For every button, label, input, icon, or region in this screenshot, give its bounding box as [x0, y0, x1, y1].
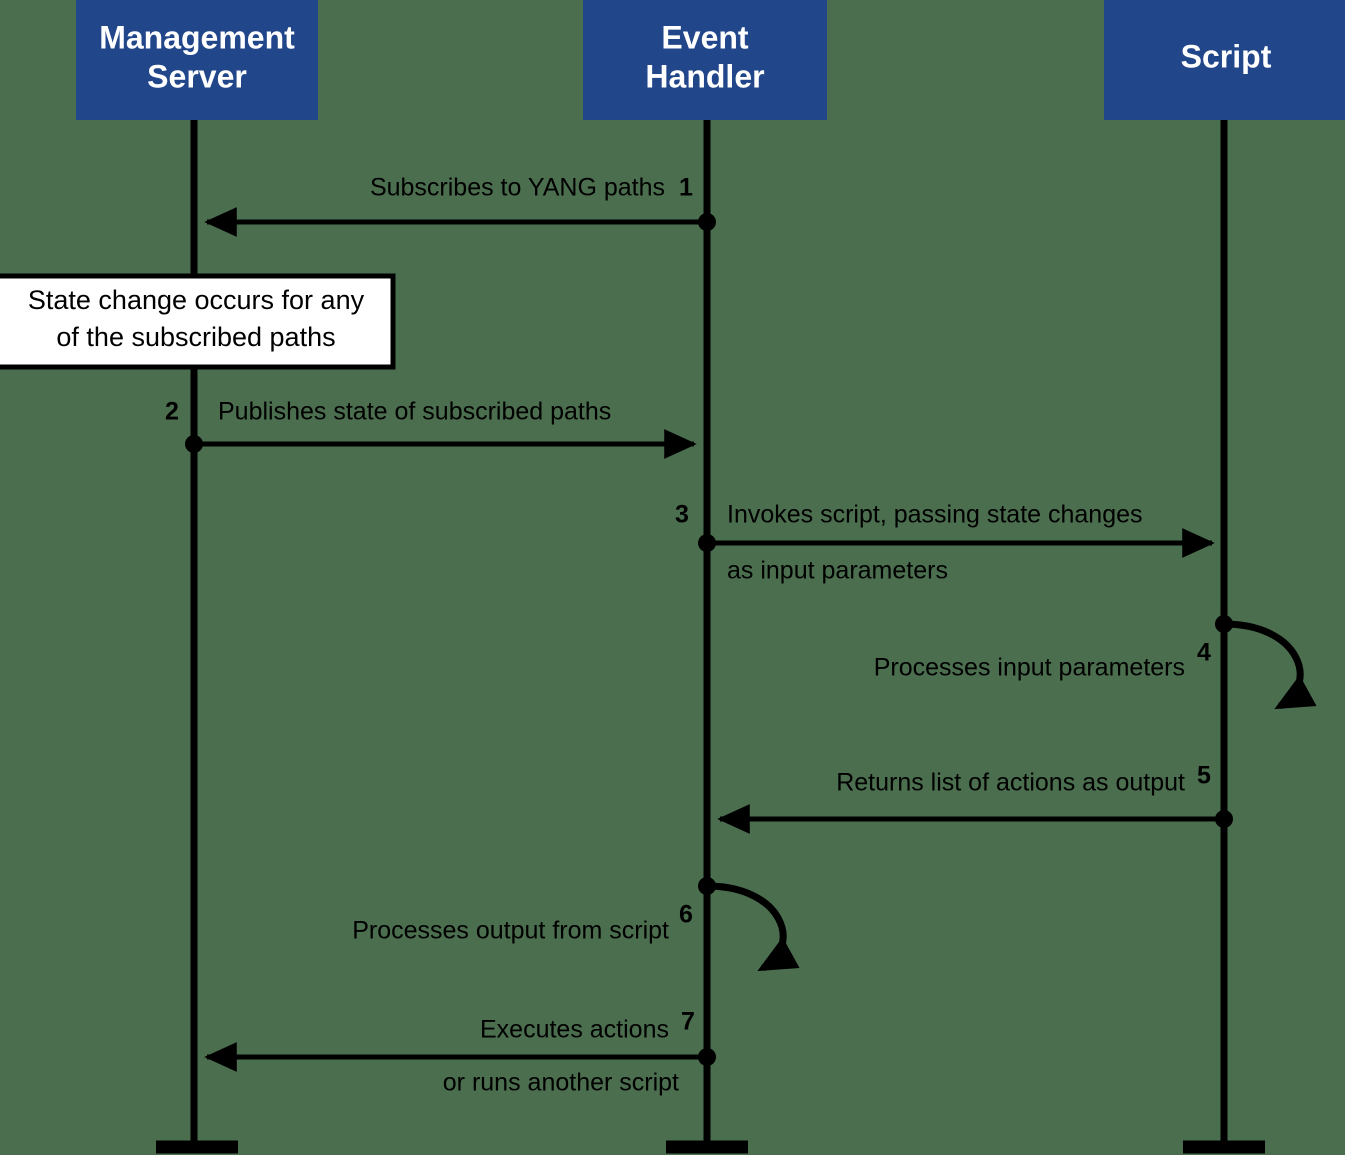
actor-box-event-handler — [583, 0, 827, 120]
note-box — [0, 273, 396, 370]
message-6[interactable]: Processes output from script 6 — [352, 877, 800, 972]
message-5[interactable]: Returns list of actions as output 5 — [717, 762, 1233, 834]
actor-label-script-line1: Script — [1181, 38, 1272, 74]
message-3[interactable]: 3 Invokes script, passing state changes … — [675, 501, 1215, 585]
message-1-label: Subscribes to YANG paths — [370, 174, 665, 202]
message-4-number: 4 — [1197, 639, 1211, 667]
actor-script[interactable]: Script — [1104, 0, 1345, 120]
actor-management-server[interactable]: Management Server — [76, 0, 318, 120]
message-5-label: Returns list of actions as output — [836, 769, 1185, 797]
message-7-label-line2: or runs another script — [443, 1069, 679, 1097]
message-2-number: 2 — [165, 398, 179, 426]
note-text-line1: State change occurs for any — [28, 285, 365, 315]
message-6-label: Processes output from script — [352, 917, 669, 945]
message-7-number: 7 — [681, 1008, 695, 1036]
actor-label-management-server-line2: Server — [147, 58, 247, 94]
actor-label-event-handler-line1: Event — [661, 19, 748, 55]
message-5-number: 5 — [1197, 762, 1211, 790]
message-6-origin-dot — [698, 877, 716, 895]
actor-label-event-handler-line2: Handler — [645, 58, 764, 94]
actor-box-script — [1104, 0, 1345, 120]
message-4-label: Processes input parameters — [874, 654, 1185, 682]
message-4-self-loop-arrow — [1223, 620, 1317, 710]
message-1-number: 1 — [679, 174, 693, 202]
actor-label-management-server-line1: Management — [99, 19, 295, 55]
message-5-origin-dot — [1215, 810, 1233, 828]
message-7[interactable]: Executes actions 7 or runs another scrip… — [204, 1008, 716, 1097]
message-6-number: 6 — [679, 901, 693, 929]
message-3-label-line2: as input parameters — [727, 557, 948, 585]
message-3-label: Invokes script, passing state changes — [727, 501, 1143, 529]
message-3-origin-dot — [698, 534, 716, 552]
message-1[interactable]: Subscribes to YANG paths 1 — [204, 174, 716, 237]
note-text-line2: of the subscribed paths — [56, 322, 335, 352]
message-7-origin-dot — [698, 1048, 716, 1066]
actor-event-handler[interactable]: Event Handler — [583, 0, 827, 120]
message-4[interactable]: Processes input parameters 4 — [874, 615, 1317, 710]
message-6-self-loop-arrow — [706, 882, 800, 972]
message-2-label: Publishes state of subscribed paths — [218, 398, 611, 426]
note-state-change: State change occurs for any of the subsc… — [0, 273, 396, 370]
message-1-origin-dot — [698, 213, 716, 231]
message-2-origin-dot — [185, 435, 203, 453]
actor-box-management-server — [76, 0, 318, 120]
message-3-number: 3 — [675, 501, 689, 529]
message-2[interactable]: 2 Publishes state of subscribed paths — [165, 398, 697, 459]
message-7-label: Executes actions — [480, 1016, 669, 1044]
message-4-origin-dot — [1215, 615, 1233, 633]
